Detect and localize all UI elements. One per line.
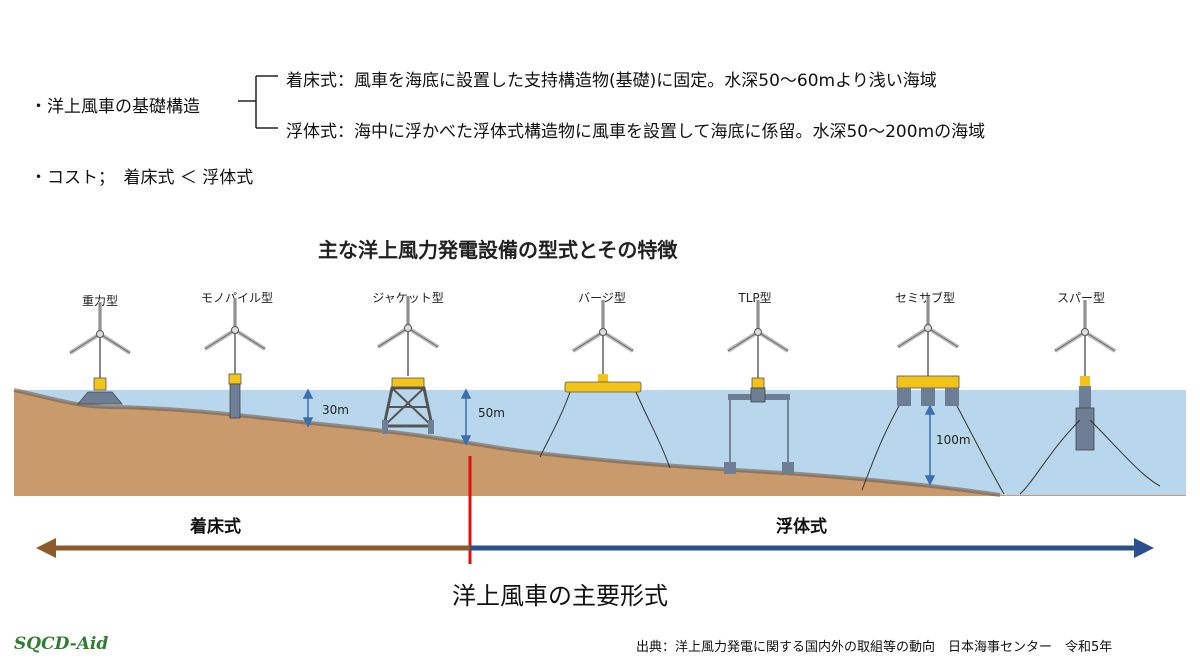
source-citation: 出典：洋上風力発電に関する国内外の取組等の動向 日本海事センター 令和5年: [636, 640, 1113, 655]
monopile-foundation: [203, 296, 267, 419]
depth-arrow-50m: [460, 388, 472, 446]
spar-floater: [1019, 298, 1161, 495]
main-caption: 洋上風車の主要形式: [452, 582, 668, 610]
foundation-structure-label: ・洋上風車の基礎構造: [30, 97, 200, 117]
brand-logo: SQCD-Aid: [14, 634, 109, 654]
depth-arrow-30m: [302, 388, 314, 428]
cost-comparison: ・コスト； 着床式 ＜ 浮体式: [30, 168, 254, 188]
seabed-edge: [13, 388, 1001, 497]
fixed-type-definition: 着床式：風車を海底に設置した支持構造物(基礎)に固定。水深50～60mより浅い海…: [286, 71, 937, 91]
type-label-barge: バージ型: [578, 291, 626, 305]
type-label-spar: スパー型: [1056, 291, 1105, 305]
floating-category-label: 浮体式: [776, 517, 827, 537]
type-label-gravity: 重力型: [81, 294, 118, 308]
fixed-category-label: 着床式: [190, 517, 241, 537]
type-label-semisub: セミサブ型: [894, 291, 955, 305]
definition-bracket: [238, 75, 278, 129]
diagram-title: 主な洋上風力発電設備の型式とその特徴: [318, 238, 678, 262]
semisub-floater: [861, 294, 1005, 495]
floating-type-definition: 浮体式：海中に浮かべた浮体式構造物に風車を設置して海底に係留。水深50～200m…: [286, 122, 986, 142]
depth-label-50m: 50m: [478, 406, 505, 420]
gravity-foundation: [68, 300, 132, 405]
floating-range-arrow: [470, 538, 1154, 558]
barge-floater: [539, 298, 671, 469]
jacket-foundation: [376, 294, 440, 434]
depth-label-30m: 30m: [322, 403, 349, 417]
tlp-floater: [724, 298, 794, 474]
seabed: [14, 390, 1186, 496]
depth-label-100m: 100m: [936, 433, 971, 447]
fixed-range-arrow: [36, 538, 470, 558]
type-label-tlp: TLP型: [738, 291, 772, 305]
depth-arrow-100m: [924, 404, 936, 486]
